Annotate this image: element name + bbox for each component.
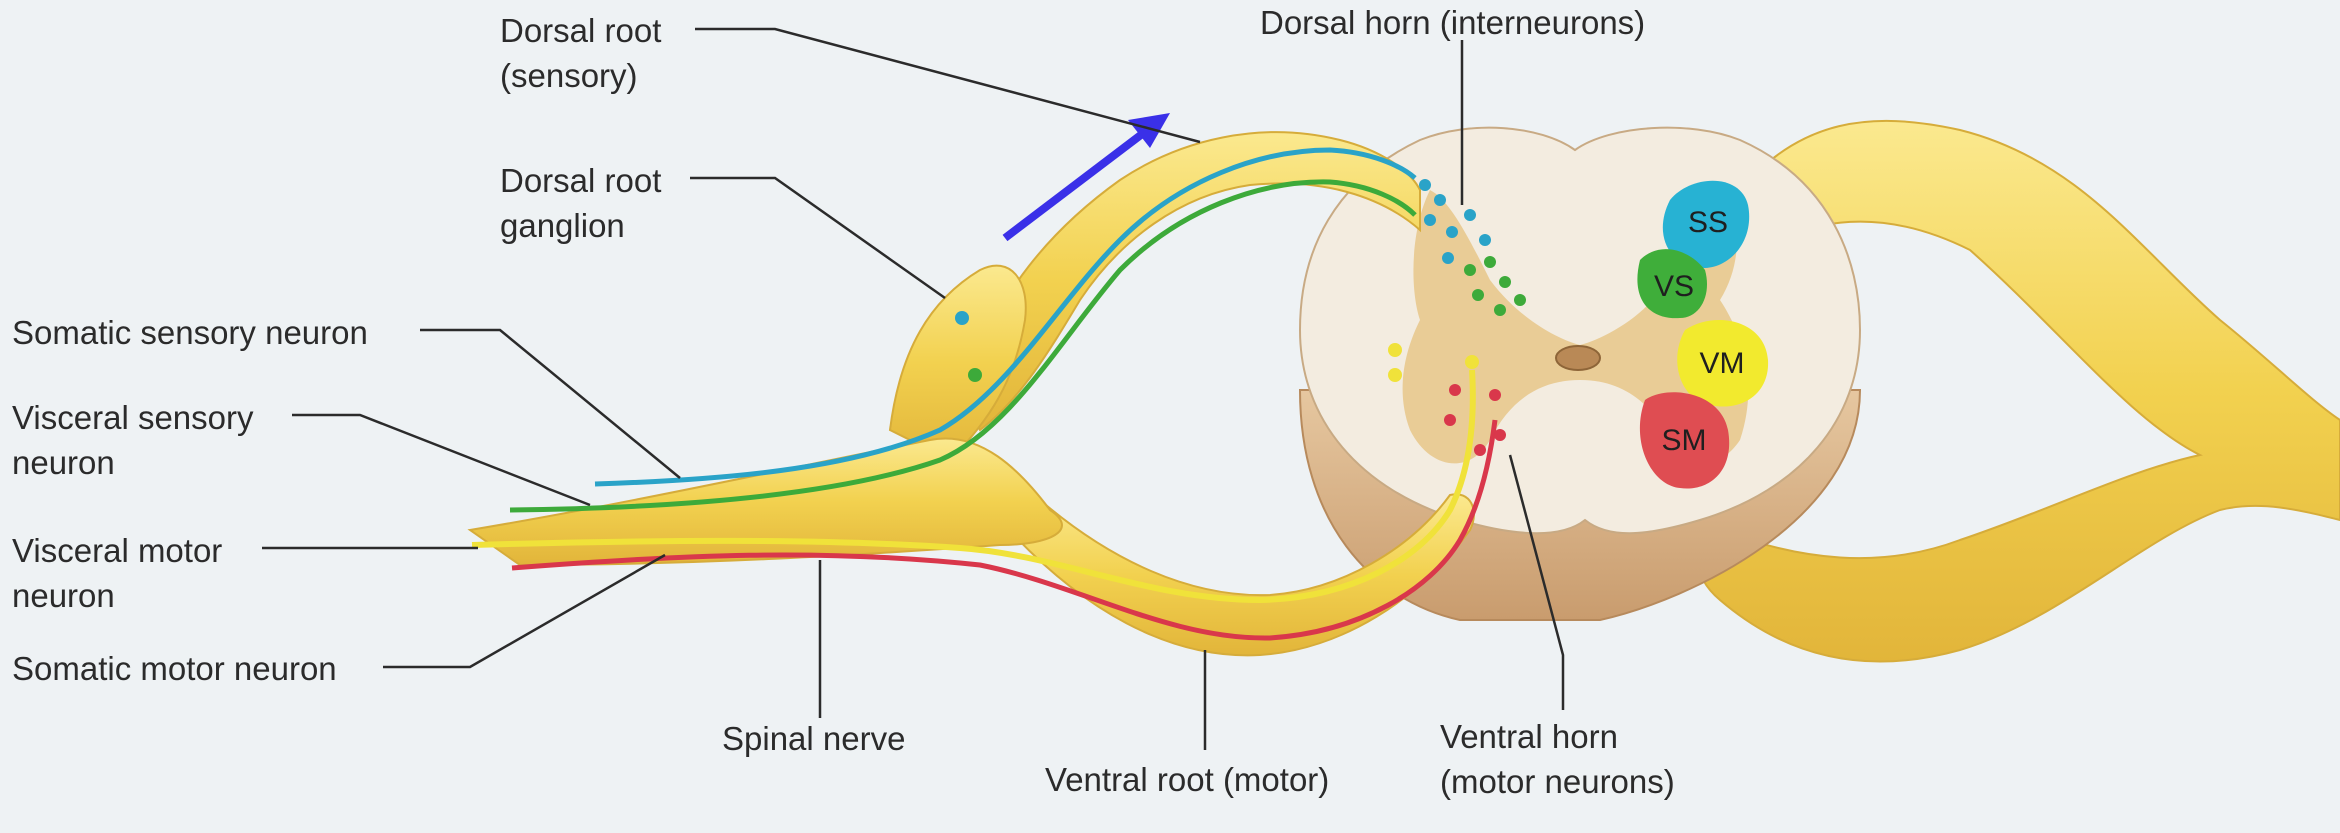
interneuron-dots (1388, 179, 1526, 456)
zone-vs-label: VS (1654, 270, 1694, 303)
zone-vm-label: VM (1700, 347, 1745, 380)
somatic-motor-neuron-line (511, 419, 1498, 641)
label-visceral-sensory-neuron: Visceral sensory neuron (12, 395, 254, 485)
label-ventral-root-line1: Ventral root (motor) (1045, 761, 1330, 798)
zone-vm (1677, 320, 1769, 407)
dorsal-root-ganglion (888, 264, 1027, 462)
visceral-motor-neuron-line (471, 369, 1476, 604)
label-dorsal-horn-line1: Dorsal horn (interneurons) (1260, 4, 1646, 41)
dorsal-root (958, 131, 1421, 432)
visceral-sensory-cell-body (968, 368, 982, 382)
label-somatic-motor-line1: Somatic motor neuron (12, 650, 337, 687)
label-visceral-sensory-line2: neuron (12, 444, 115, 481)
central-canal (1555, 345, 1601, 371)
zone-sm (1639, 392, 1730, 489)
leader-lines (262, 27, 1565, 750)
leader-somatic-sensory (420, 328, 681, 479)
label-visceral-motor-line2: neuron (12, 577, 115, 614)
label-somatic-sensory-neuron: Somatic sensory neuron (12, 310, 368, 355)
label-dorsal-root-line2: (sensory) (500, 57, 638, 94)
label-spinal-nerve: Spinal nerve (722, 716, 905, 761)
label-somatic-motor-neuron: Somatic motor neuron (12, 646, 337, 691)
leader-visceral-sensory (292, 413, 591, 507)
label-visceral-motor-neuron: Visceral motor neuron (12, 528, 222, 618)
label-ventral-horn-line2: (motor neurons) (1440, 763, 1675, 800)
label-ventral-horn-line1: Ventral horn (1440, 718, 1618, 755)
somatic-sensory-cell-body (955, 311, 969, 325)
label-spinal-nerve-line1: Spinal nerve (722, 720, 906, 757)
label-ganglion-line1: Dorsal root (500, 162, 662, 199)
label-dorsal-horn: Dorsal horn (interneurons) (1260, 0, 1645, 45)
right-spinal-nerve (1696, 119, 2340, 663)
label-ventral-root: Ventral root (motor) (1045, 757, 1329, 802)
direction-arrow (1002, 113, 1170, 242)
spinal-nerve (467, 437, 1063, 567)
zone-sm-label: SM (1662, 424, 1707, 457)
zone-ss-label: SS (1688, 206, 1728, 239)
label-visceral-sensory-line1: Visceral sensory (12, 399, 254, 436)
leader-somatic-motor (383, 553, 666, 669)
zone-ss (1662, 180, 1750, 269)
label-ventral-horn: Ventral horn (motor neurons) (1440, 714, 1675, 804)
leader-dorsal-root (695, 27, 1201, 144)
leader-ventral-horn (1508, 454, 1565, 710)
leader-ganglion (690, 176, 946, 300)
visceral-sensory-neuron-line (509, 179, 1417, 513)
label-somatic-sensory-line1: Somatic sensory neuron (12, 314, 368, 351)
label-dorsal-root-line1: Dorsal root (500, 12, 662, 49)
zone-vs (1637, 249, 1708, 319)
somatic-sensory-neuron-line (594, 147, 1417, 487)
label-dorsal-root-ganglion: Dorsal root ganglion (500, 158, 661, 248)
label-visceral-motor-line1: Visceral motor (12, 532, 223, 569)
label-dorsal-root: Dorsal root (sensory) (500, 8, 661, 98)
label-ganglion-line2: ganglion (500, 207, 625, 244)
